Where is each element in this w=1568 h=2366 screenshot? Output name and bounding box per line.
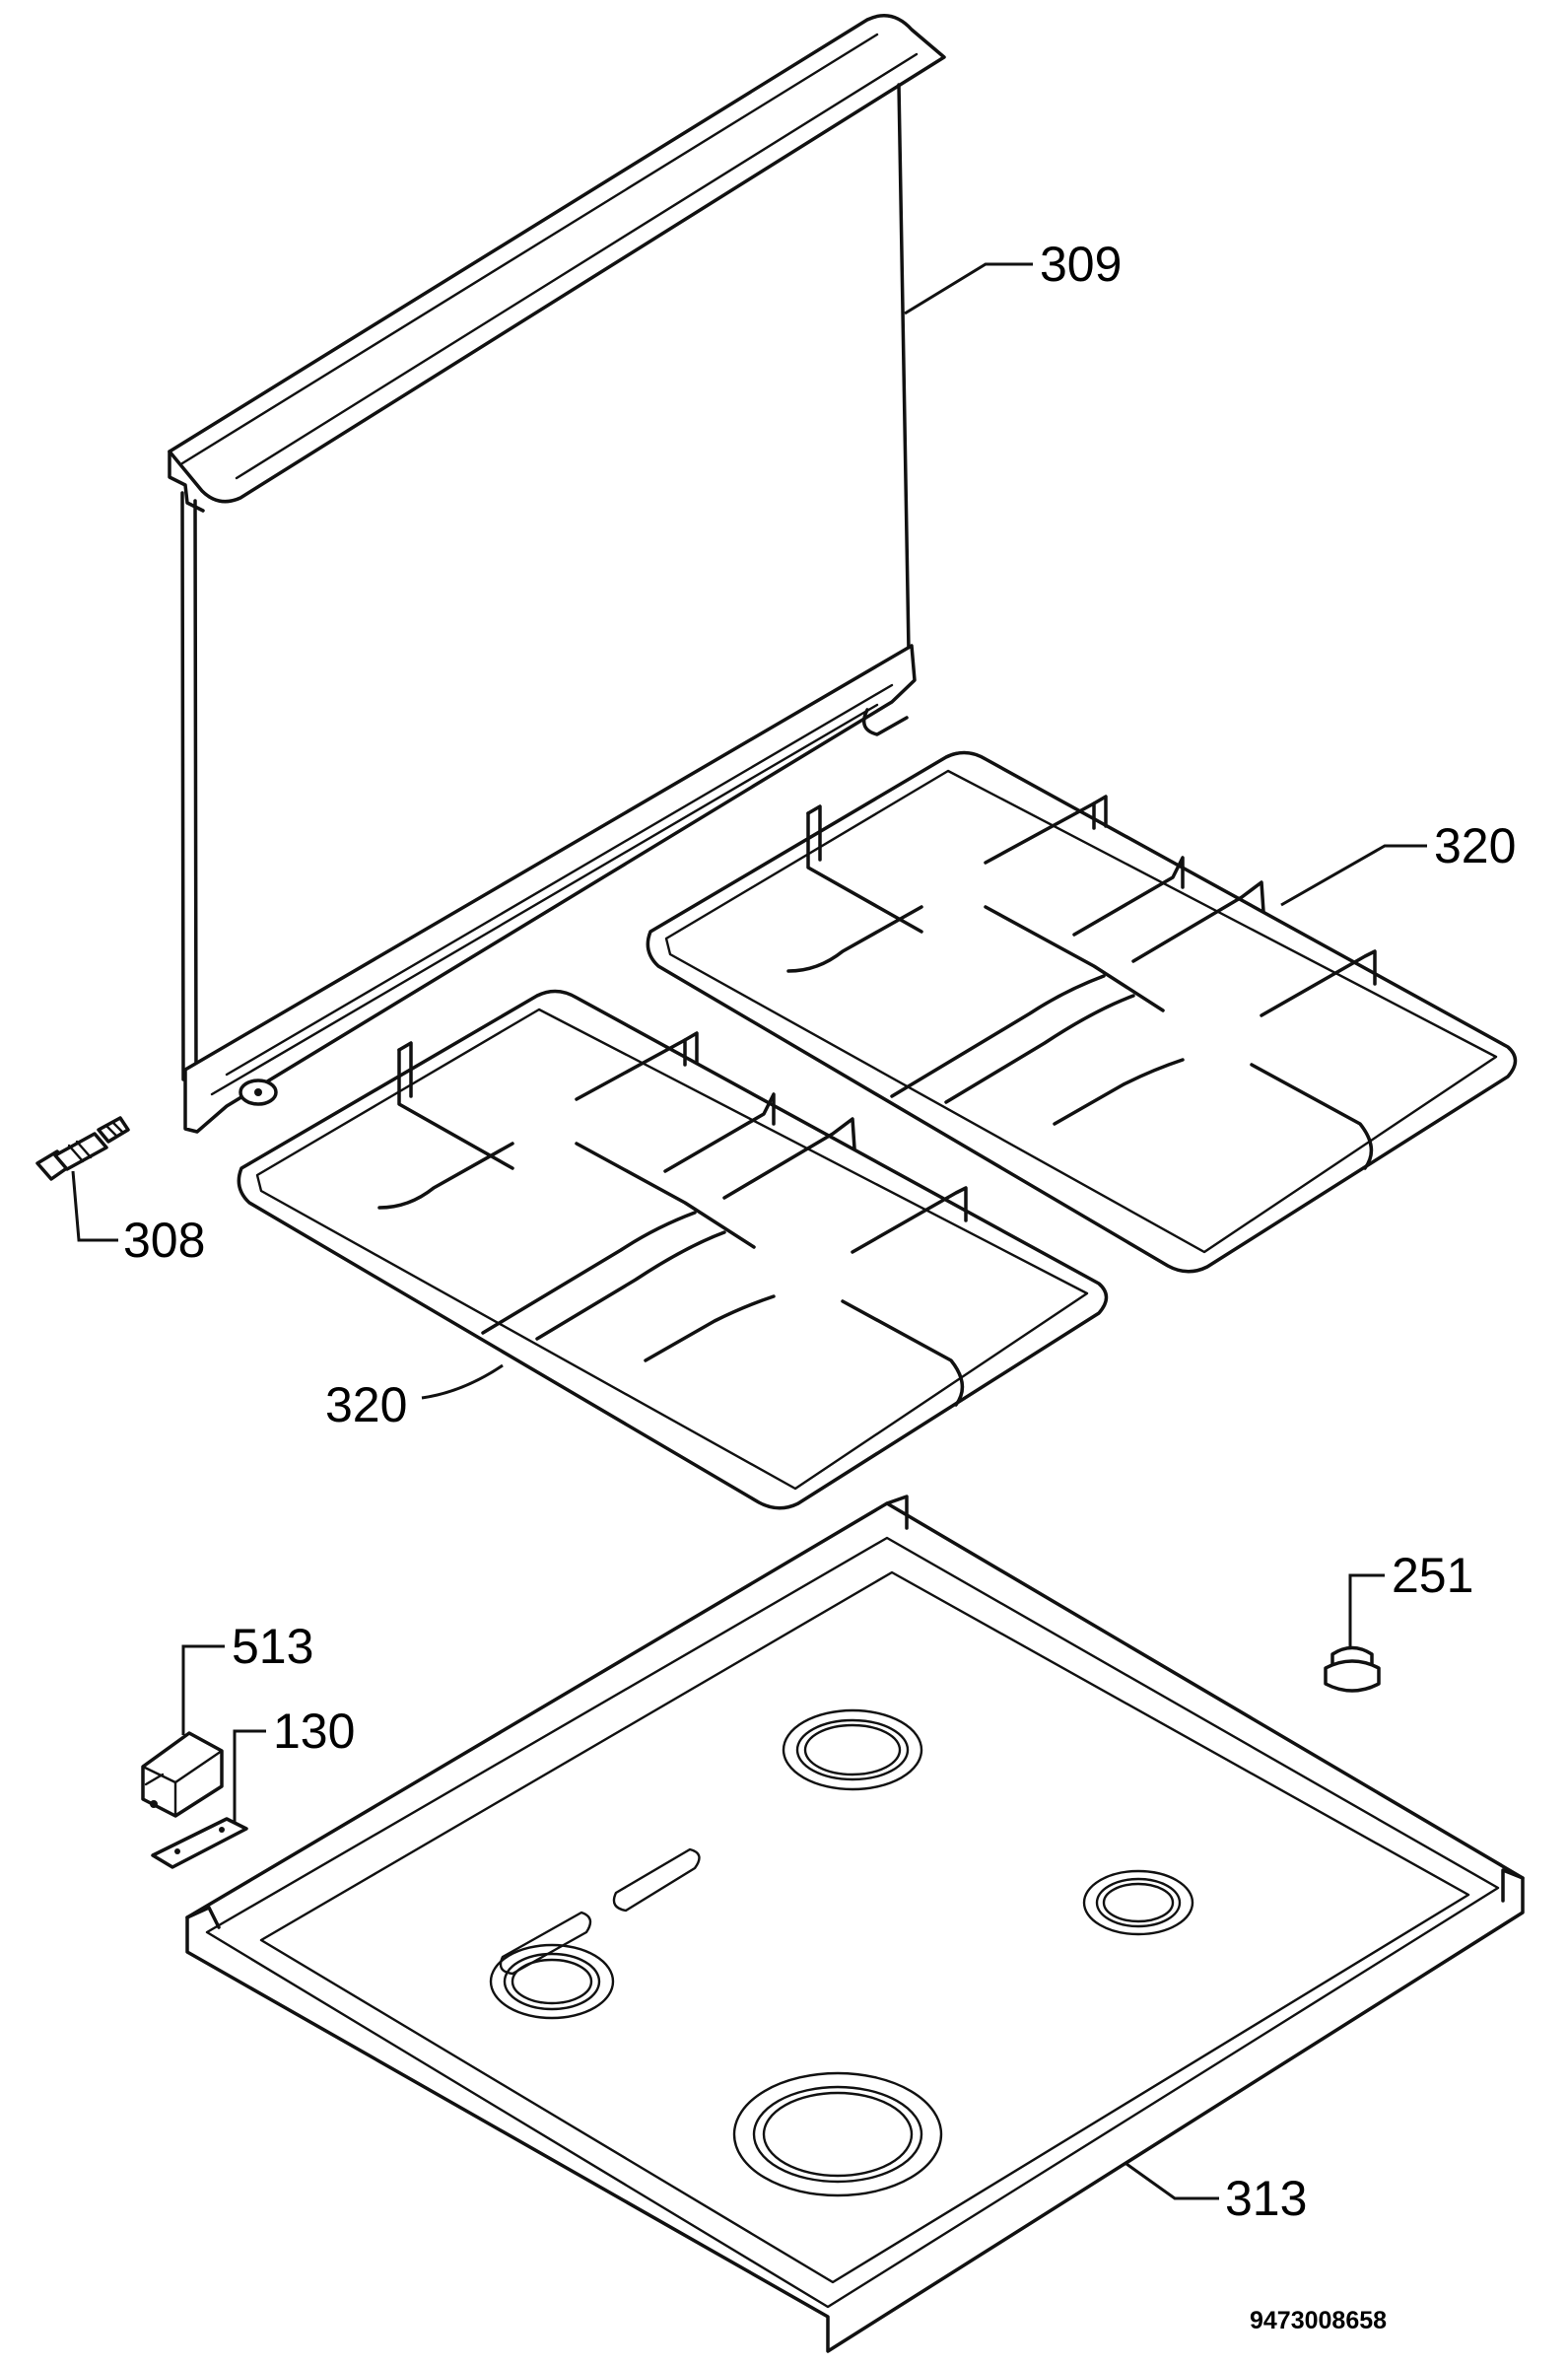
callout-130: 130 [273, 1704, 356, 1759]
part-251-foot [1324, 1645, 1381, 1693]
part-513-clip [141, 1731, 224, 1818]
part-313-hob-top [185, 1495, 1525, 2353]
leader-513 [181, 1644, 225, 1735]
callout-320-left: 320 [325, 1377, 408, 1432]
part-130-plate [151, 1817, 248, 1869]
leader-313 [1125, 2162, 1219, 2200]
part-308-hinge-pin [35, 1116, 130, 1181]
leader-251 [1348, 1573, 1385, 1646]
callout-309: 309 [1040, 237, 1123, 292]
part-309-glass-lid [168, 14, 946, 1134]
leader-309 [904, 262, 1033, 315]
leader-320-right [1280, 844, 1427, 907]
part-320-right-pan-support [646, 750, 1518, 1274]
document-number: 9473008658 [1250, 2307, 1388, 2334]
callout-313: 313 [1225, 2171, 1308, 2226]
leader-308 [71, 1170, 118, 1242]
callout-320-right: 320 [1434, 818, 1517, 873]
leader-130 [233, 1729, 266, 1822]
callout-251: 251 [1392, 1548, 1474, 1603]
leader-lines [71, 262, 1427, 2200]
callout-308: 308 [123, 1213, 206, 1268]
leader-320-left [421, 1363, 504, 1400]
callout-513: 513 [232, 1619, 314, 1674]
part-320-left-pan-support [237, 989, 1109, 1510]
